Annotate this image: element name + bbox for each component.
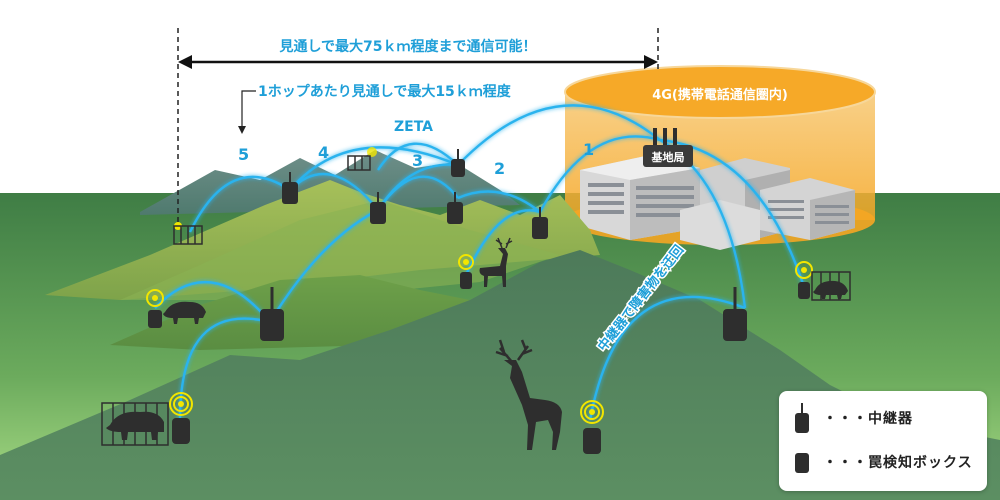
- front-mountain: [0, 250, 1000, 500]
- hop-number-1: 1: [583, 140, 594, 159]
- link-hop-2: [457, 190, 541, 213]
- cage-small-left: [173, 225, 203, 245]
- link-3-upper: [376, 163, 459, 211]
- city-buildings: [580, 155, 855, 250]
- boar-icon: [163, 301, 206, 324]
- legend-sensor-box-label: ・・・罠検知ボックス: [823, 455, 973, 471]
- network-label: ZETA: [394, 119, 433, 135]
- hop-pointer: [238, 90, 256, 134]
- link-upper-arc: [289, 146, 459, 191]
- link-cage-right: [659, 138, 807, 291]
- trap-box: [458, 254, 474, 289]
- boar-icon: [813, 280, 848, 299]
- repeaters: [260, 149, 747, 341]
- legend: ・・・中継器 ・・・罠検知ボックス: [779, 391, 987, 491]
- range-indicator: [177, 28, 659, 225]
- deer-antler-icon: [495, 237, 513, 249]
- legend-row-sensor-box: ・・・罠検知ボックス: [793, 445, 973, 479]
- link-long-arc: [457, 104, 661, 166]
- repeater: [532, 207, 548, 239]
- cage-small-top: [347, 155, 371, 171]
- hop-number-5: 5: [238, 145, 249, 164]
- trap-box: [367, 147, 377, 157]
- hop-number-3: 3: [412, 151, 423, 170]
- base-station: 基地局: [643, 128, 693, 167]
- link-left-hill: [268, 208, 379, 323]
- link-boar: [154, 280, 271, 323]
- trap-box: [146, 289, 164, 328]
- deer-icon: [479, 248, 508, 287]
- cellular-area-label: 4G(携帯電話通信圏内): [652, 87, 788, 103]
- repeater: [451, 149, 465, 177]
- repeater: [260, 287, 284, 341]
- trap-box: [169, 392, 193, 444]
- link-hop-4: [289, 172, 379, 211]
- trap-boxes: [146, 147, 813, 454]
- legend-repeater-label: ・・・中継器: [823, 411, 913, 427]
- repeater-icon: [795, 403, 809, 433]
- middle-hill-shade: [120, 200, 560, 300]
- range-label: 見通しで最大75ｋｍ程度まで通信可能！: [278, 38, 536, 55]
- hop-label: 1ホップあたり見通しで最大15ｋｍ程度: [258, 83, 512, 100]
- base-station-label: 基地局: [651, 150, 685, 164]
- animals: [106, 237, 848, 450]
- boar-icon: [106, 411, 164, 440]
- trap-box: [795, 261, 813, 299]
- link-back-arc: [376, 142, 459, 171]
- repeater: [370, 192, 386, 224]
- link-detour: [588, 295, 746, 421]
- repeater: [447, 192, 463, 224]
- repeater: [723, 287, 747, 341]
- deer-icon: [504, 360, 562, 450]
- hop-number-2: 2: [494, 159, 505, 178]
- hop-number-4: 4: [318, 143, 329, 162]
- legend-row-repeater: ・・・中継器: [793, 401, 913, 435]
- deer-antler-icon: [495, 339, 533, 363]
- link-hop-5: [188, 175, 291, 233]
- sensor-box-icon: [795, 453, 809, 473]
- repeater: [282, 172, 298, 204]
- hop-numbers: 1 2 3 4 5: [238, 140, 594, 178]
- link-hop-1: [538, 135, 661, 213]
- trap-box: [580, 400, 604, 454]
